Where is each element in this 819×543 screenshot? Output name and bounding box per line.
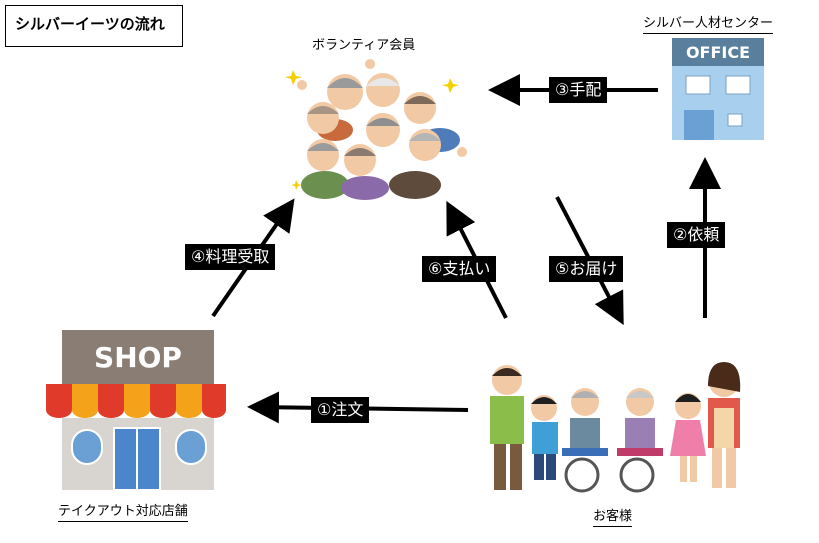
customer-label: お客様 xyxy=(593,505,633,527)
volunteer-group-icon xyxy=(285,59,467,200)
shop-icon: SHOP xyxy=(46,330,226,491)
customers-icon xyxy=(490,362,741,493)
office-building-icon: OFFICE xyxy=(672,38,764,140)
step1-label: ①注文 xyxy=(311,397,370,423)
volunteer-label: ボランティア会員 xyxy=(312,38,416,53)
center-label: シルバー人材センター xyxy=(643,12,774,34)
step3-label: ③手配 xyxy=(549,77,608,103)
step5-label: ⑤お届け xyxy=(549,256,624,282)
shop-sign-text: SHOP xyxy=(94,341,182,374)
office-sign-text: OFFICE xyxy=(686,43,750,62)
step6-label: ⑥支払い xyxy=(422,256,497,282)
step4-label: ④料理受取 xyxy=(185,244,276,270)
step2-label: ②依頼 xyxy=(667,222,726,248)
diagram-title: シルバーイーツの流れ xyxy=(5,5,183,47)
shop-label: テイクアウト対応店舗 xyxy=(58,500,188,522)
